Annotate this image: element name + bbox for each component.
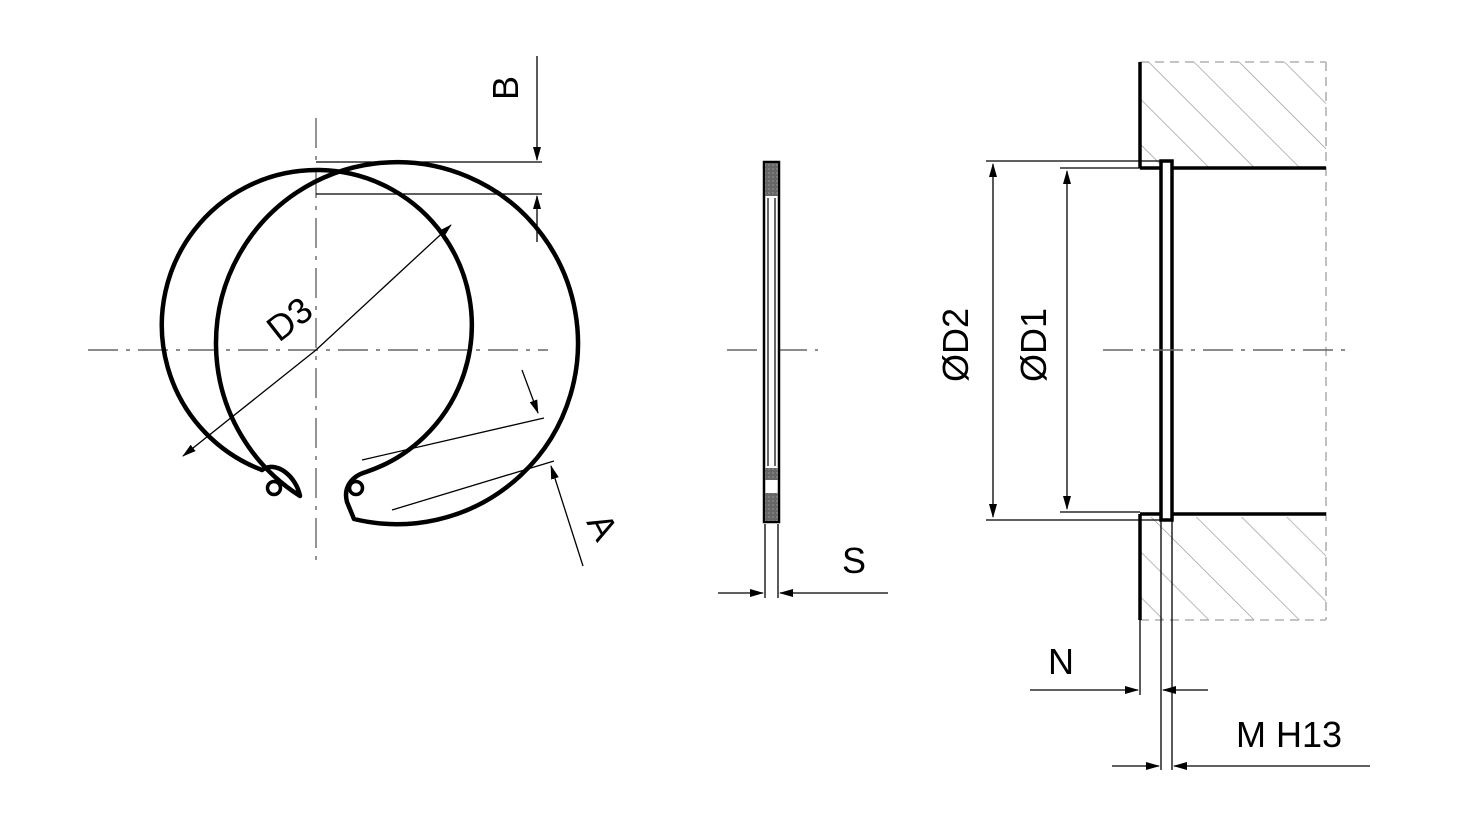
dim-d2 [986,160,1160,521]
ring-top-section [765,163,778,196]
dim-d3 [182,224,452,457]
label-d1: ØD1 [1013,308,1054,382]
label-m: M H13 [1236,714,1342,755]
label-s: S [842,540,866,581]
left-lug-hole [265,479,283,497]
label-d3: D3 [259,289,321,350]
dim-a [361,369,584,567]
dim-n [1030,520,1208,770]
dim-b [316,56,542,242]
dim-d1 [1060,167,1140,513]
ring-bottom-section [765,493,778,521]
label-b: B [485,76,526,100]
ring-outline [159,159,581,527]
front-view: B D3 A [88,56,626,567]
label-a: A [579,507,626,547]
housing-top-hatch [1140,62,1326,168]
housing-bottom-hatch [1140,517,1326,620]
right-lug-hole [347,479,365,497]
ring-lug-section [765,468,778,480]
dim-s [718,524,888,598]
installed-view: ØD2 ØD1 N M H13 [935,61,1370,770]
side-view: S [718,160,888,598]
label-d2: ØD2 [935,308,976,382]
installed-ring [1159,159,1174,522]
dim-m [1112,520,1370,770]
label-n: N [1048,641,1074,682]
